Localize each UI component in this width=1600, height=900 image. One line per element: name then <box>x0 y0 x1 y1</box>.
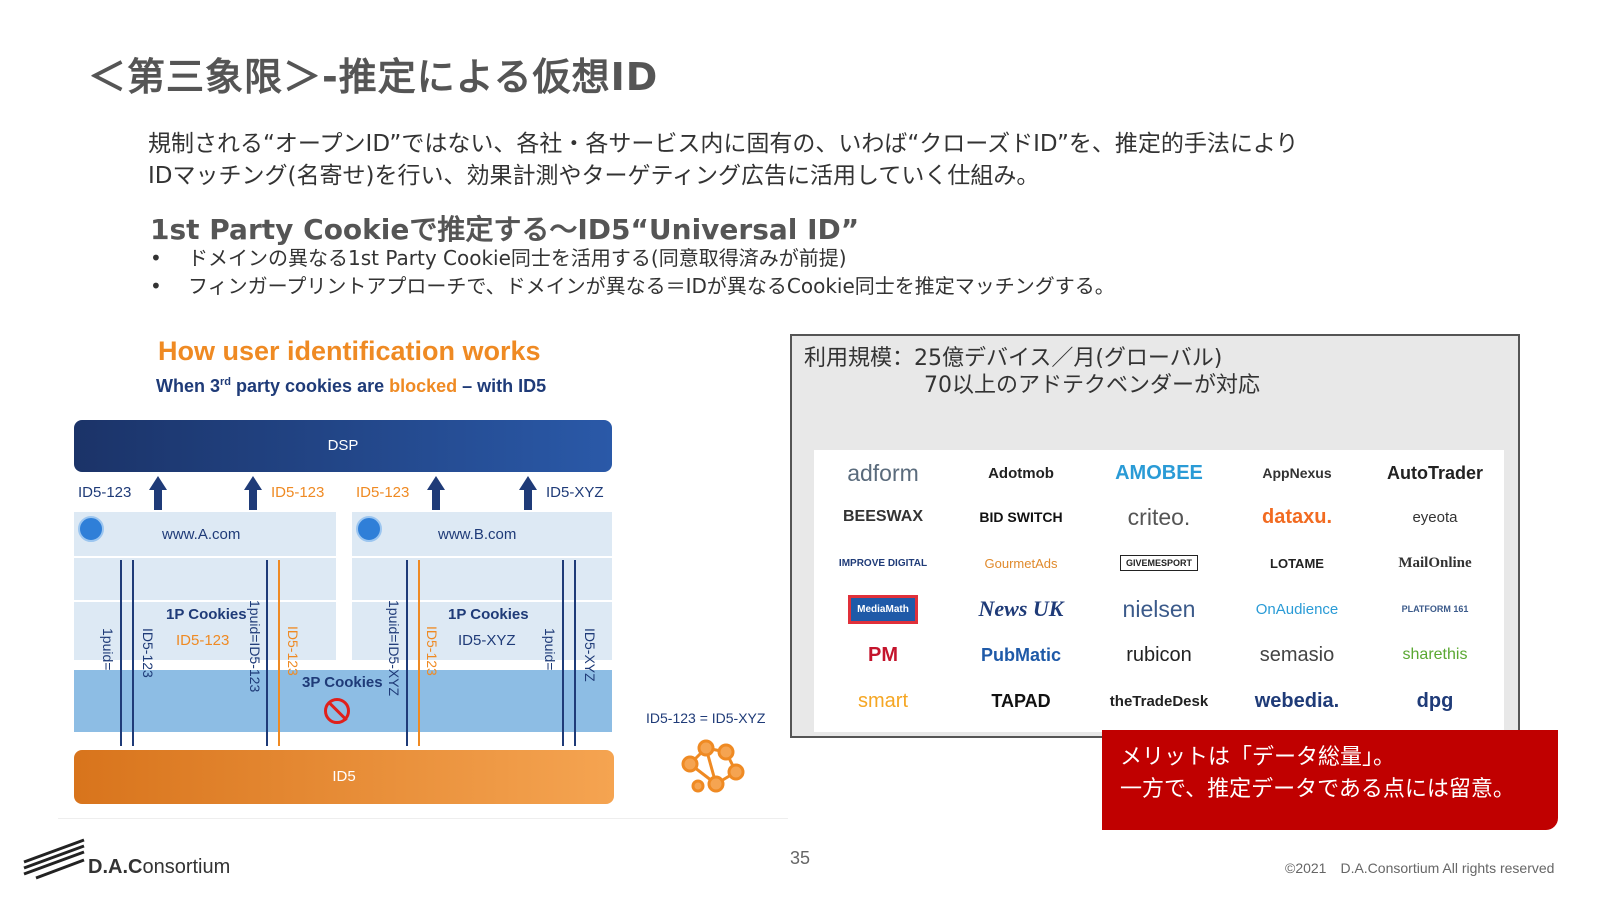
vendor-logo-beeswax: BEESWAX <box>842 508 923 525</box>
vendor-logo-prisma-media: PM <box>868 643 898 666</box>
vendor-logo-appnexus: AppNexus <box>1262 465 1332 481</box>
flow-line <box>266 560 268 746</box>
network-molecule-icon <box>681 739 745 793</box>
vendor-logo-dpg: dpg <box>1416 689 1454 712</box>
vendor-logo-smart: smart <box>858 689 908 712</box>
vendor-logo-rubicon: rubicon <box>1126 643 1192 666</box>
compass-icon <box>78 516 104 542</box>
vendor-logo-eyeota: eyeota <box>1412 508 1458 526</box>
up-arrow-icon <box>519 476 537 490</box>
flow-line <box>120 560 122 746</box>
1p-cookies-label-b: 1P Cookies <box>448 606 529 623</box>
site-a-panel <box>74 512 336 660</box>
vendor-logo-improve-digital: IMPROVE DIGITAL <box>838 557 928 569</box>
merit-callout: メリットは「データ総量」。 一方で、推定データである点には留意。 <box>1102 730 1558 830</box>
3p-cookies-label: 3P Cookies <box>302 674 383 691</box>
vendor-logo-lotame: LOTAME <box>1270 555 1324 571</box>
vendor-logo-sharethis: sharethis <box>1402 646 1468 663</box>
vendor-logo-onaudience: OnAudience <box>1255 600 1339 618</box>
vendor-logo-adform: adform <box>847 459 919 486</box>
up-arrow-icon <box>149 476 167 490</box>
1p-cookies-label-a: 1P Cookies <box>166 606 247 623</box>
1p-cookies-value-a: ID5-123 <box>176 632 230 649</box>
site-a-url: www.A.com <box>162 526 241 543</box>
vendor-logo-nielsen: nielsen <box>1122 595 1196 622</box>
diagram-heading: How user identification works <box>158 336 541 366</box>
vendor-logo-pubmatic: PubMatic <box>980 644 1061 665</box>
vertical-label-7: 1puid= <box>542 628 558 671</box>
vendor-logo-semasio: semasio <box>1259 643 1335 666</box>
up-arrow-icon <box>244 476 262 490</box>
footer-divider <box>58 818 788 819</box>
vendor-logo-bidswitch: BID SWITCH <box>979 509 1063 525</box>
vendor-logo-amobee: AMOBEE <box>1115 461 1203 484</box>
arrow-shaft <box>249 490 257 510</box>
vendor-logo-mediamath: MediaMath <box>814 586 952 632</box>
blocked-icon <box>324 698 350 724</box>
dsp-bar: DSP <box>74 420 612 472</box>
flow-line <box>562 560 564 746</box>
vendor-logo-adotmob: Adotmob <box>988 464 1054 482</box>
merit-line-1: メリットは「データ総量」。 <box>1120 745 1396 770</box>
vertical-label-3: 1puid=ID5-123 <box>247 600 263 693</box>
arrow-shaft <box>154 490 162 510</box>
arrow-shaft <box>524 490 532 510</box>
compass-icon <box>356 516 382 542</box>
flow-line <box>278 560 280 746</box>
vendor-logo-dataxu: dataxu. <box>1261 505 1333 528</box>
scale-line-2: 70以上のアドテクベンダーが対応 <box>924 373 1260 398</box>
site-b-url: www.B.com <box>438 526 517 543</box>
divider <box>74 600 612 602</box>
description-line-1: 規制される“オープンID”ではない、各社・各サービス内に固有の、いわば“クローズ… <box>148 131 1299 157</box>
vendor-logo-mailonline: MailOnline <box>1398 554 1472 571</box>
bullet-marker: • <box>150 274 162 298</box>
bullet-item-1: • ドメインの異なる1st Party Cookie同士を活用する(同意取得済みが… <box>150 242 847 271</box>
flow-line <box>406 560 408 746</box>
up-label-4: ID5-XYZ <box>546 484 604 501</box>
copyright: ©2021 D.A.Consortium All rights reserved <box>1285 860 1555 876</box>
subheading: 1st Party Cookieで推定する～ID5“Universal ID” <box>150 213 860 246</box>
vendor-logo-platform161: PLATFORM 161 <box>1401 604 1469 614</box>
dac-logo-icon <box>23 838 85 880</box>
up-label-1: ID5-123 <box>78 484 132 501</box>
dac-logo-text: D.A.Consortium <box>88 856 231 878</box>
vendor-logo-tapad: TAPAD <box>991 690 1051 711</box>
page-number: 35 <box>790 848 811 868</box>
vertical-label-4: ID5-123 <box>285 626 301 676</box>
flow-line <box>418 560 420 746</box>
vendor-logo-newsuk: News UK <box>978 596 1064 621</box>
1p-cookies-value-b: ID5-XYZ <box>458 632 516 649</box>
id5-bar: ID5 <box>74 750 614 804</box>
bullet-marker: • <box>150 246 162 270</box>
id-equivalence-label: ID5-123 = ID5-XYZ <box>646 710 766 726</box>
bullet-item-2: • フィンガープリントアプローチで、ドメインが異なる＝IDが異なるCookie同士… <box>150 270 1115 299</box>
vertical-label-1: 1puid= <box>100 628 116 671</box>
site-b-panel <box>352 512 612 660</box>
scale-line-1: 利用規模：25億デバイス／月(グローバル) <box>804 346 1223 371</box>
vertical-label-8: ID5-XYZ <box>582 628 598 682</box>
flow-line <box>574 560 576 746</box>
flow-line <box>132 560 134 746</box>
merit-line-2: 一方で、推定データである点には留意。 <box>1120 777 1515 802</box>
vendor-logo-criteo: criteo. <box>1127 503 1191 530</box>
vendor-logo-grid: adform Adotmob AMOBEE AppNexus AutoTrade… <box>814 450 1504 732</box>
bullet-text-2: フィンガープリントアプローチで、ドメインが異なる＝IDが異なるCookie同士を… <box>188 274 1115 298</box>
diagram-subheading: When 3rd party cookies are blocked – wit… <box>156 376 547 396</box>
description-line-2: IDマッチング(名寄せ)を行い、効果計測やターゲティング広告に活用していく仕組み… <box>148 163 1040 189</box>
bullet-text-1: ドメインの異なる1st Party Cookie同士を活用する(同意取得済みが前… <box>188 246 847 270</box>
arrow-shaft <box>432 490 440 510</box>
vertical-label-2: ID5-123 <box>140 628 156 678</box>
vertical-label-6: ID5-123 <box>424 626 440 676</box>
vendor-logo-gourmetads: GourmetAds <box>984 555 1058 571</box>
vendor-logo-webedia: webedia. <box>1254 689 1340 712</box>
up-label-2: ID5-123 <box>271 484 325 501</box>
slide-title: ＜第三象限＞-推定による仮想ID <box>88 55 659 99</box>
up-label-3: ID5-123 <box>356 484 410 501</box>
vertical-label-5: 1puid=ID5-XYZ <box>386 600 402 697</box>
vendor-logo-givemesport: GIVEMESPORT <box>1090 540 1228 586</box>
vendor-logo-autotrader: AutoTrader <box>1386 462 1483 483</box>
up-arrow-icon <box>427 476 445 490</box>
vendor-logo-thetradedesk: theTradeDesk <box>1109 692 1209 710</box>
divider <box>74 556 612 558</box>
